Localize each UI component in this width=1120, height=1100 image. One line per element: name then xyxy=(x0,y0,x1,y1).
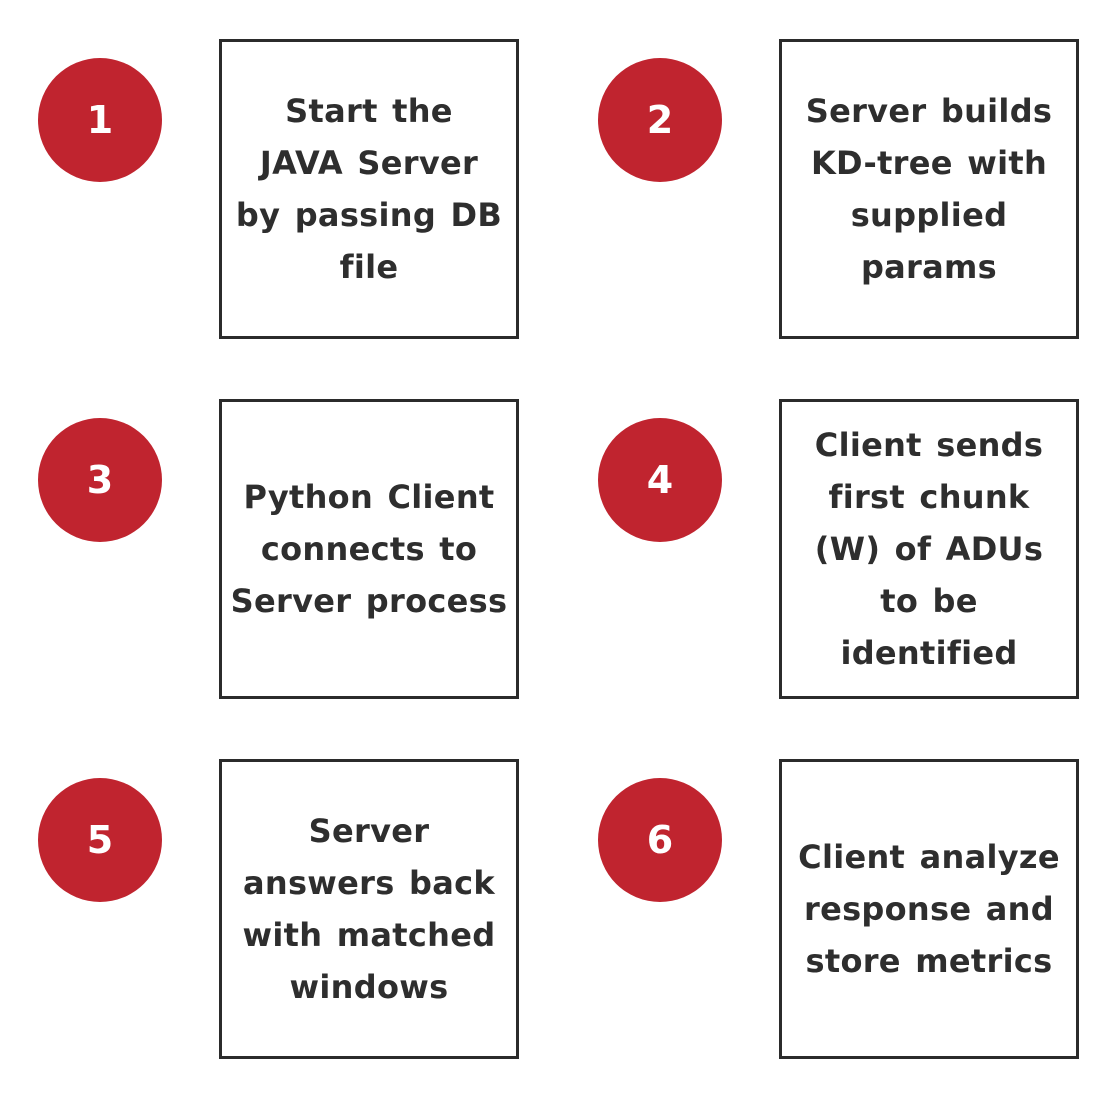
step-box: Client analyze response and store metric… xyxy=(779,759,1079,1059)
step-description: Client analyze response and store metric… xyxy=(798,838,1060,980)
step-number: 5 xyxy=(86,818,114,862)
step-box: Python Client connects to Server process xyxy=(219,399,519,699)
step-number-badge: 1 xyxy=(38,58,162,182)
step-number: 4 xyxy=(646,458,674,502)
step-description: Python Client connects to Server process xyxy=(230,478,508,620)
step-number-badge: 6 xyxy=(598,778,722,902)
step-number: 3 xyxy=(86,458,114,502)
step-number-badge: 5 xyxy=(38,778,162,902)
step-description: Start the JAVA Server by passing DB file xyxy=(235,92,503,286)
step-description: Server builds KD-tree with supplied para… xyxy=(805,92,1053,286)
step-box: Start the JAVA Server by passing DB file xyxy=(219,39,519,339)
step-box: Server builds KD-tree with supplied para… xyxy=(779,39,1079,339)
step-number: 2 xyxy=(646,98,674,142)
step-number: 6 xyxy=(646,818,674,862)
step-box: Server answers back with matched windows xyxy=(219,759,519,1059)
step-number-badge: 3 xyxy=(38,418,162,542)
step-number: 1 xyxy=(86,98,114,142)
step-description: Server answers back with matched windows xyxy=(242,812,496,1006)
step-description: Client sends first chunk (W) of ADUs to … xyxy=(814,426,1044,672)
step-number-badge: 2 xyxy=(598,58,722,182)
step-number-badge: 4 xyxy=(598,418,722,542)
step-box: Client sends first chunk (W) of ADUs to … xyxy=(779,399,1079,699)
